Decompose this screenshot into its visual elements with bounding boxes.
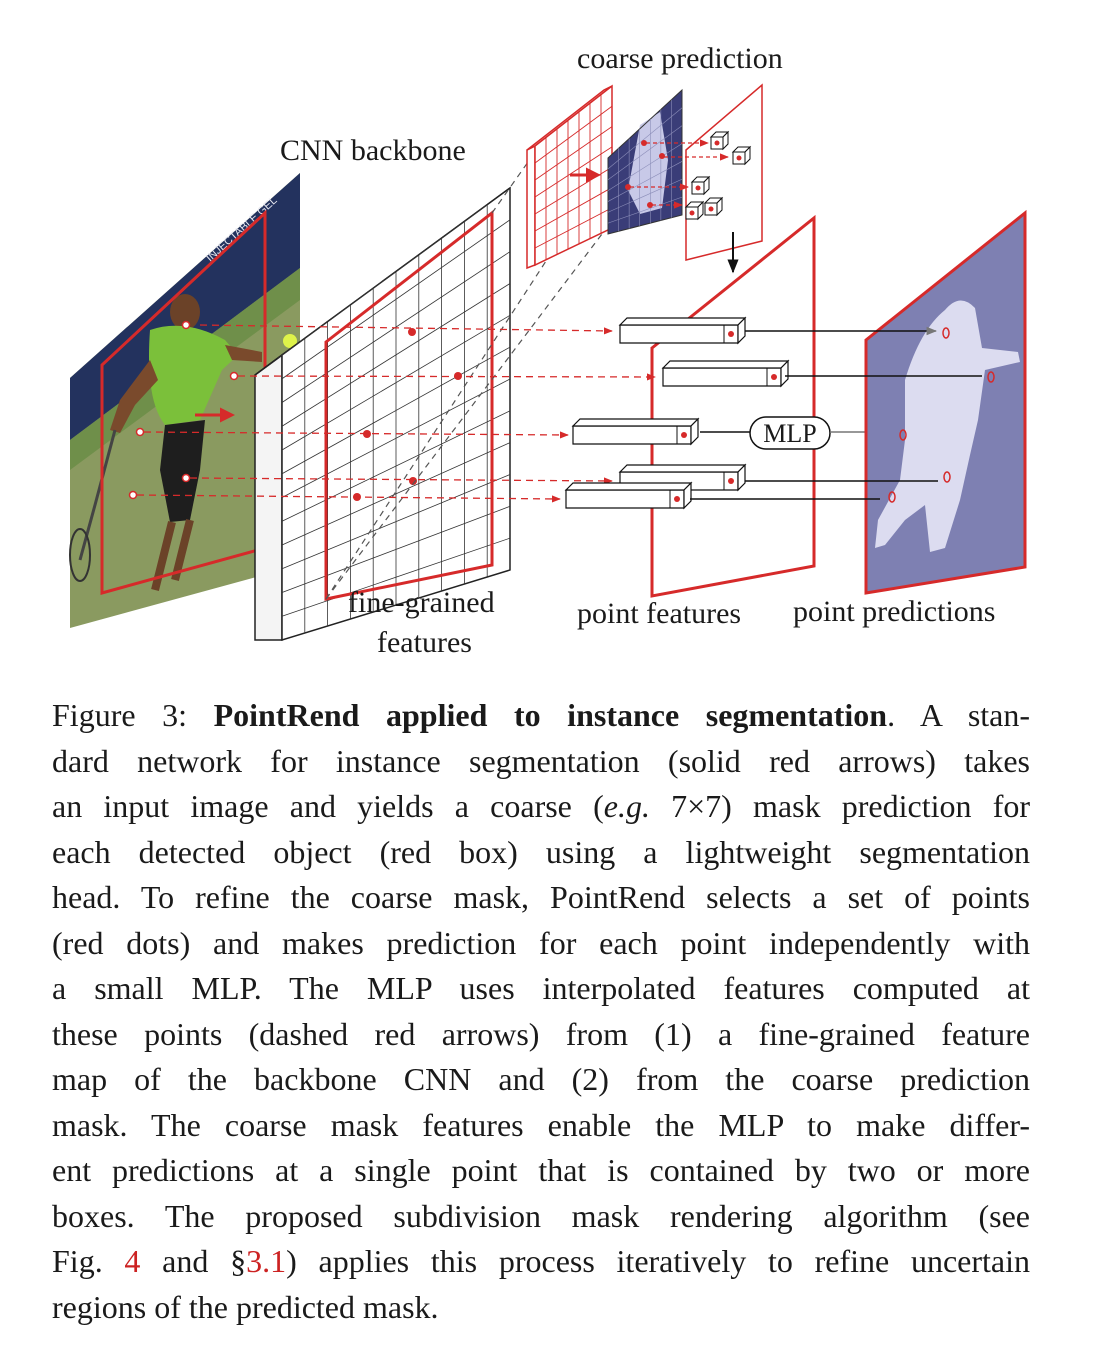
caption-text: an input image and yields a coarse ( (52, 788, 604, 824)
feature-vector (618, 316, 747, 345)
mlp-label: MLP (763, 419, 816, 448)
caption-text: 7×7) mask prediction for (649, 788, 1031, 824)
feature-vector (661, 359, 790, 388)
caption-line: these points (dashed red arrows) from (1… (52, 1015, 1030, 1052)
point-cube (731, 145, 752, 166)
coarse-prediction-grid (526, 84, 613, 270)
coarse-point-plane (684, 83, 763, 261)
feature-dashed-arrows (136, 324, 656, 503)
section-reference-link[interactable]: 3.1 (246, 1243, 287, 1279)
caption-line: Figure 3: PointRend applied to instance … (52, 693, 1030, 739)
fine-grained-label-1: fine-grained (348, 586, 495, 619)
point-cube (690, 175, 711, 196)
input-image: INJECTABLE GEL (69, 173, 300, 628)
point-cube (709, 130, 730, 151)
caption-line: (red dots) and makes prediction for each… (52, 924, 1030, 961)
coarse-mask (607, 88, 683, 235)
caption-line: an input image and yields a coarse (e.g.… (52, 784, 1030, 830)
point-cube (684, 200, 705, 221)
caption-line: a small MLP. The MLP uses interpolated f… (52, 970, 1030, 1006)
coarse-prediction-label: coarse prediction (577, 42, 783, 75)
feature-vector (564, 481, 693, 510)
fine-grained-label-2: features (377, 626, 472, 659)
point-predictions-plane (864, 209, 1027, 595)
prediction-arrows (690, 326, 982, 500)
point-cube (703, 196, 724, 217)
caption-text: . A stan- (887, 697, 1031, 733)
point-predictions-label: point predictions (793, 595, 995, 628)
caption-line: dard network for instance segmentation (… (52, 742, 1030, 779)
caption-line: regions of the predicted mask. (52, 1288, 439, 1325)
caption-line: head. To refine the coarse mask, PointRe… (52, 879, 1030, 915)
pointrend-figure: INJECTABLE GEL (69, 42, 1027, 659)
point-feature-vectors (564, 316, 790, 510)
figure-reference-link[interactable]: 4 (124, 1243, 141, 1279)
feature-map (254, 186, 511, 642)
caption-line: boxes. The proposed subdivision mask ren… (52, 1197, 1030, 1234)
figure-caption: Figure 3: PointRend applied to instance … (52, 693, 1030, 1330)
point-features-label: point features (577, 597, 741, 630)
caption-eg: e.g. (603, 788, 650, 824)
caption-line: Fig. 4 and §3.1) applies this process it… (52, 1239, 1030, 1285)
caption-prefix: Figure 3: (52, 697, 214, 733)
caption-text: Fig. (52, 1243, 125, 1279)
caption-line: each detected object (red box) using a l… (52, 833, 1030, 870)
caption-text: ) applies this process iteratively to re… (286, 1243, 1030, 1279)
caption-line: map of the backbone CNN and (2) from the… (52, 1061, 1030, 1097)
caption-line: ent predictions at a single point that i… (52, 1152, 1030, 1188)
projection-lines (325, 154, 609, 600)
coarse-dashed-arrows (630, 139, 729, 209)
point-features-plane (650, 214, 816, 598)
caption-text: and § (140, 1243, 247, 1279)
mlp-node: MLP (700, 416, 892, 450)
caption-line: mask. The coarse mask features enable th… (52, 1106, 1030, 1143)
feature-vector (571, 417, 700, 446)
caption-title: PointRend applied to instance segmentati… (213, 697, 888, 733)
cnn-backbone-label: CNN backbone (280, 134, 466, 167)
